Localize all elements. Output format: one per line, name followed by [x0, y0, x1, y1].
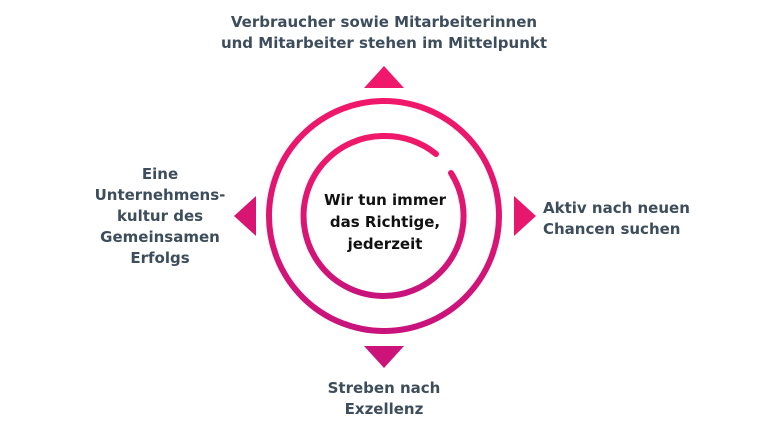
left-label-line: Eine	[141, 165, 179, 183]
triangle-right-icon	[514, 196, 536, 236]
center-line: jederzeit	[347, 235, 423, 253]
left-label-line: Erfolgs	[130, 249, 190, 267]
center-line: das Richtige,	[329, 213, 441, 231]
top-label-line: und Mitarbeiter stehen im Mittelpunkt	[220, 34, 548, 52]
top-label: Verbraucher sowie Mitarbeiterinnen und M…	[184, 12, 584, 54]
triangle-down-icon	[364, 346, 404, 368]
left-label-line: Unternehmens-	[94, 186, 226, 204]
center-line: Wir tun immer	[323, 191, 447, 209]
left-label-line: kultur des	[116, 207, 204, 225]
inner-arc	[300, 132, 467, 299]
triangle-left-icon	[234, 196, 256, 236]
bottom-label-line: Streben nach	[327, 379, 441, 397]
left-label-line: Gemeinsamen	[100, 228, 220, 246]
bottom-label-line: Exzellenz	[344, 400, 424, 418]
outer-ring	[266, 98, 502, 334]
bottom-label: Streben nach Exzellenz	[284, 378, 484, 420]
center-statement: Wir tun immer das Richtige, jederzeit	[310, 189, 460, 255]
top-label-line: Verbraucher sowie Mitarbeiterinnen	[230, 13, 538, 31]
triangle-up-icon	[364, 66, 404, 88]
right-label-line: Aktiv nach neuen	[543, 199, 690, 217]
left-label: Eine Unternehmens- kultur des Gemeinsame…	[70, 164, 250, 269]
right-label-line: Chancen suchen	[543, 220, 681, 238]
right-label: Aktiv nach neuen Chancen suchen	[543, 198, 743, 240]
